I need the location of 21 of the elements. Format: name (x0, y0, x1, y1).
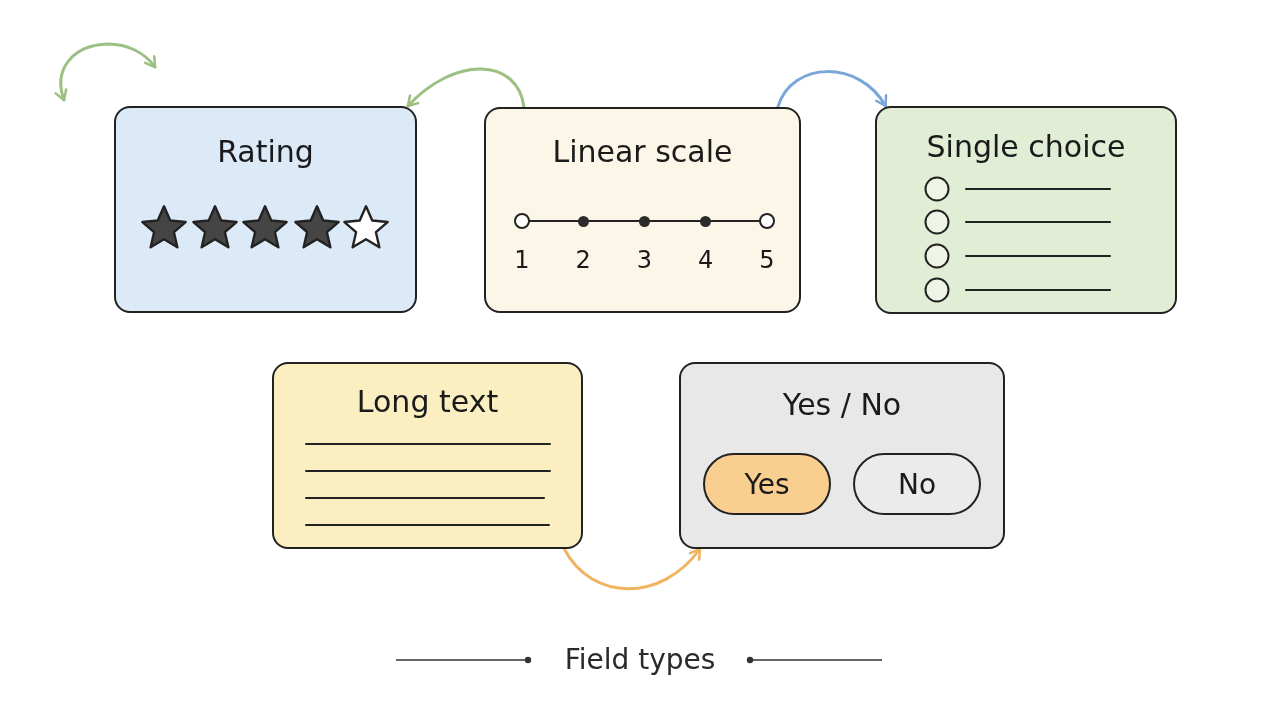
scale-number: 5 (759, 246, 775, 274)
caption: Field types (564, 643, 716, 677)
curved-arrow (406, 67, 526, 109)
field-card (272, 362, 583, 549)
curved-arrow (562, 547, 702, 591)
card-title: Long text (356, 384, 499, 420)
curved-arrow (776, 70, 888, 109)
pill-button: Yes (703, 453, 831, 515)
card-title: Linear scale (552, 134, 733, 170)
card-title: Yes / No (782, 387, 902, 423)
field-card (114, 106, 417, 313)
pill-button: No (853, 453, 981, 515)
scale-number: 2 (575, 246, 591, 274)
field-card (875, 106, 1177, 314)
card-title: Rating (217, 134, 314, 170)
field-card (484, 107, 801, 313)
card-title: Single choice (926, 129, 1126, 165)
scale-number: 1 (514, 246, 530, 274)
scale-number: 3 (636, 246, 653, 274)
field-card (679, 362, 1005, 549)
scale-number: 4 (698, 246, 714, 274)
